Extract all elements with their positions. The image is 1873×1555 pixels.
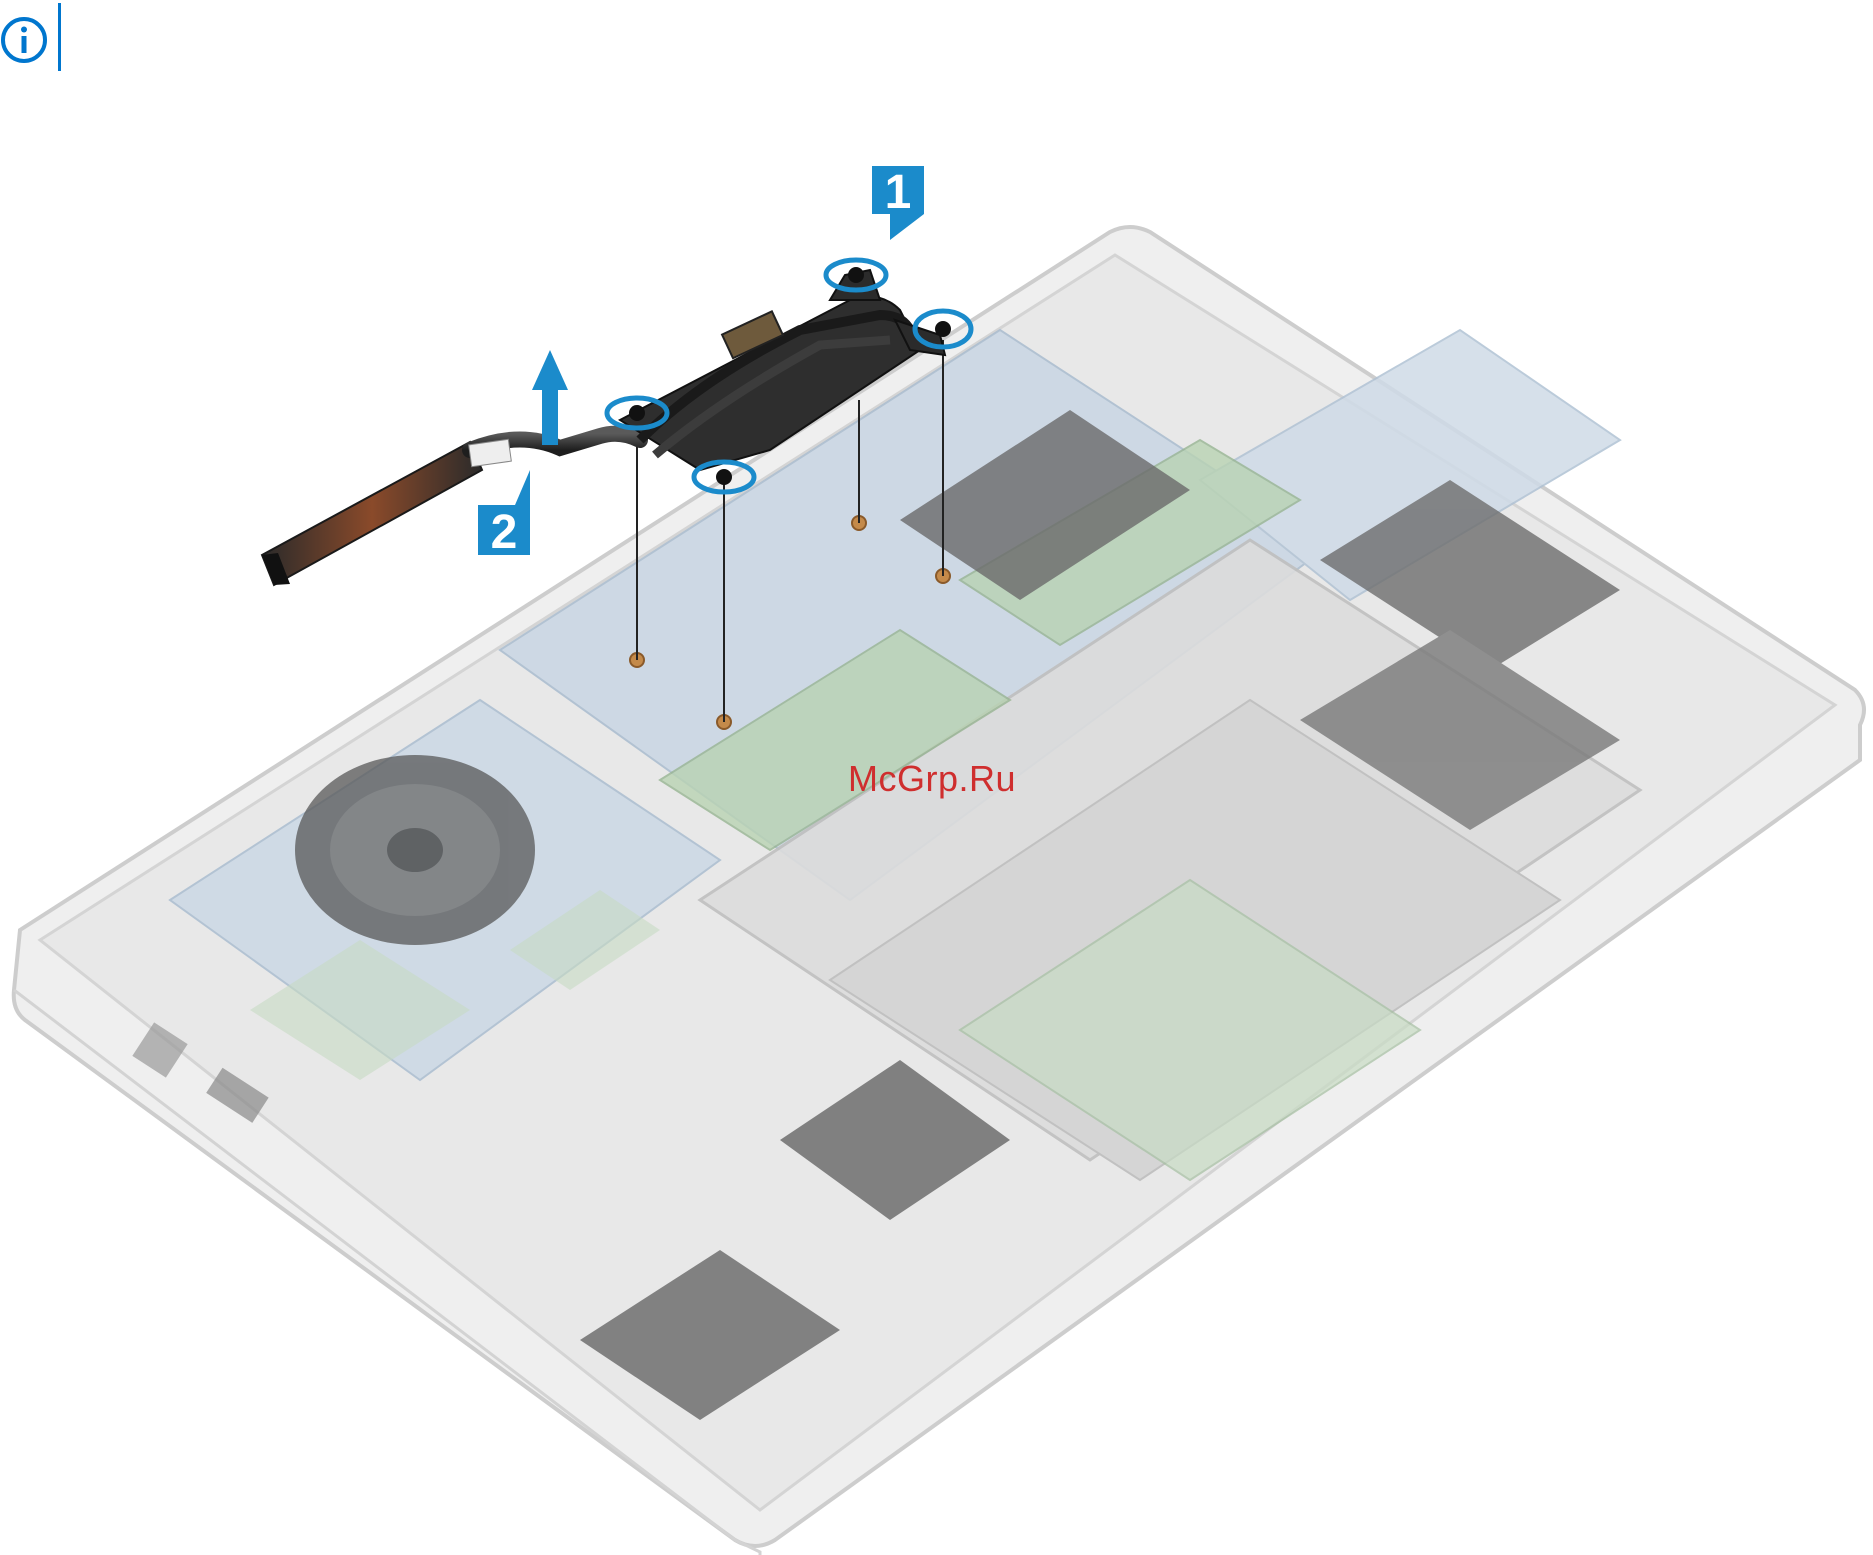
system-fan xyxy=(295,755,535,945)
step-label-1: 1 xyxy=(885,166,912,219)
watermark: McGrp.Ru xyxy=(848,758,1016,800)
step-callout-2: 2 xyxy=(478,470,530,559)
lift-arrow-icon xyxy=(532,350,568,445)
step-callout-1: 1 xyxy=(872,166,924,240)
step-label-2: 2 xyxy=(491,506,518,559)
